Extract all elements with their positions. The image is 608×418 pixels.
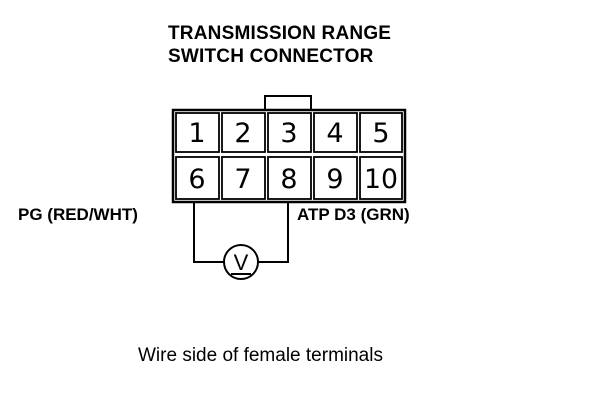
pin-8-label: 8 xyxy=(280,164,297,195)
terminal-cell xyxy=(359,112,403,153)
voltmeter-symbol: V xyxy=(234,250,249,275)
terminal-cell xyxy=(267,156,312,200)
atp-d3-wire-label: ATP D3 (GRN) xyxy=(297,205,410,224)
terminal-cell xyxy=(175,156,220,200)
voltmeter-icon: V xyxy=(223,244,259,280)
diagram-caption: Wire side of female terminals xyxy=(138,345,383,366)
pin-6-label: 6 xyxy=(188,164,205,195)
test-lead-left xyxy=(193,202,224,263)
test-lead-right xyxy=(258,202,289,263)
terminal-cell xyxy=(175,112,220,153)
pin-10-label: 10 xyxy=(364,164,398,195)
pin-1-label: 1 xyxy=(188,118,205,149)
terminal-cell xyxy=(359,156,403,200)
pin-7-label: 7 xyxy=(234,164,251,195)
title-line-2: SWITCH CONNECTOR xyxy=(168,46,374,67)
pin-4-label: 4 xyxy=(326,118,343,149)
terminal-cell xyxy=(221,112,266,153)
terminal-cell xyxy=(313,156,358,200)
terminal-cell xyxy=(313,112,358,153)
pin-3-label: 3 xyxy=(280,118,297,149)
connector-lock-tab xyxy=(264,95,312,111)
pin-2-label: 2 xyxy=(234,118,251,149)
terminal-cell xyxy=(221,156,266,200)
pg-wire-label: PG (RED/WHT) xyxy=(18,205,138,224)
pin-9-label: 9 xyxy=(326,164,343,195)
pin-5-label: 5 xyxy=(372,118,389,149)
title-line-1: TRANSMISSION RANGE xyxy=(168,23,392,44)
connector-body xyxy=(171,108,407,204)
connector-row-1 xyxy=(175,112,403,153)
diagram-title: TRANSMISSION RANGE SWITCH CONNECTOR xyxy=(168,22,391,68)
connector-row-2 xyxy=(175,156,403,200)
terminal-cell xyxy=(267,112,312,153)
